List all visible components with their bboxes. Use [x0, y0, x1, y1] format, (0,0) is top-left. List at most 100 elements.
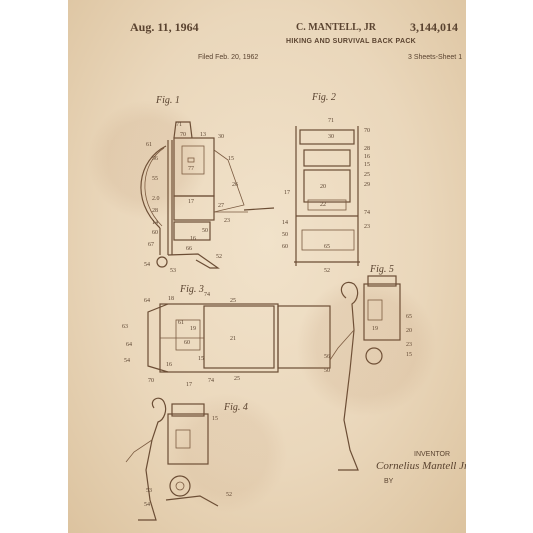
ref-label: 26	[232, 182, 238, 188]
fig-5-person	[338, 281, 359, 471]
fig-3-main-bag	[203, 305, 275, 369]
ref-label: 13	[200, 132, 206, 138]
fig-1-hose	[140, 145, 167, 229]
ref-label: 15	[212, 416, 218, 422]
fig-1-hose-inner	[144, 147, 165, 227]
fig-4-arm	[125, 439, 153, 463]
inventor-name-header: C. MANTELL, JR	[296, 22, 377, 33]
fig-2-belt	[307, 199, 347, 211]
ref-label: 52	[216, 254, 222, 260]
sheet-count: 3 Sheets-Sheet 1	[408, 54, 463, 61]
fig-1-side-flap	[213, 149, 245, 213]
ref-label: 2.0	[152, 196, 160, 202]
ref-label: 67	[148, 242, 154, 248]
ref-label: 52	[226, 492, 232, 498]
fig-2-main-bag	[303, 169, 351, 203]
ref-label: 22	[320, 202, 326, 208]
fig-5-pack	[363, 283, 401, 341]
ref-label: 60	[152, 230, 158, 236]
fig-3-pouch	[175, 319, 201, 351]
ref-label: 17	[188, 199, 194, 205]
fig-1-lower-frame	[173, 221, 211, 241]
ref-label: 60	[282, 244, 288, 250]
fig-1-lower-bag	[173, 195, 215, 221]
fig-5-label: Fig. 5	[369, 264, 394, 275]
ref-label: 16	[190, 236, 196, 242]
ref-label: 55	[152, 176, 158, 182]
ref-label: 28	[364, 146, 370, 152]
fig-4-label: Fig. 4	[223, 402, 248, 413]
fig-2-top-pouch	[303, 149, 351, 167]
ref-label: 61	[146, 142, 152, 148]
ref-label: 53	[146, 488, 152, 494]
fig-3-side-panel	[147, 303, 169, 373]
fig-4-person	[138, 397, 167, 521]
ref-label: 70	[364, 128, 370, 134]
patent-title: HIKING AND SURVIVAL BACK PACK	[286, 38, 417, 45]
fig-1-pocket	[181, 145, 205, 175]
ref-label: 29	[364, 182, 370, 188]
fig-1-wheel	[156, 256, 168, 268]
fig-1-base	[167, 253, 220, 269]
fig-2-label: Fig. 2	[311, 92, 336, 103]
ref-label: 64	[126, 342, 132, 348]
ref-label: 53	[170, 268, 176, 274]
ref-label: 14	[152, 220, 158, 226]
ref-label: 15	[364, 162, 370, 168]
figure-4: Fig. 4 15 53 54 52	[125, 397, 248, 521]
ref-label: 66	[186, 246, 192, 252]
ref-label: 56	[324, 354, 330, 360]
ref-label: 50	[202, 228, 208, 234]
ref-label: 20	[320, 184, 326, 190]
fig-4-wheel	[169, 475, 191, 497]
ref-label: 27	[218, 203, 224, 209]
fig-1-handle	[173, 121, 193, 139]
ref-label: 25	[230, 298, 236, 304]
fig-1-top-pouch	[173, 137, 215, 197]
fig-4-pocket	[175, 429, 191, 449]
ref-label: 15	[228, 156, 234, 162]
ref-label: 23	[406, 342, 412, 348]
ref-label: 23	[224, 218, 230, 224]
figure-1: Fig. 1	[140, 95, 275, 274]
ref-label: 50	[282, 232, 288, 238]
fig-4-hub	[175, 481, 185, 491]
ref-label: 30	[328, 134, 334, 140]
ref-label: 18	[168, 296, 174, 302]
ref-label: 20	[406, 328, 412, 334]
inventor-signature: Cornelius Mantell Jr.	[376, 460, 466, 472]
fig-1-label: Fig. 1	[155, 95, 180, 106]
inventor-caption: INVENTOR	[414, 451, 451, 458]
ref-label: 50	[324, 368, 330, 374]
ref-label: 15	[198, 356, 204, 362]
fig-2-top-bar	[299, 129, 355, 145]
ref-label: 70	[180, 132, 186, 138]
fig-5-pocket	[367, 299, 383, 321]
fig-5-top-roll	[367, 275, 397, 287]
figure-3: Fig. 3 64 18 74 25 61 19 60 21 63 15 64 …	[122, 284, 331, 388]
ref-label: 54	[144, 502, 150, 508]
ref-label: 74	[208, 378, 214, 384]
figure-2: Fig. 2 71 70 30 28 16 15 25 20 17 29	[282, 92, 370, 274]
ref-label: 25	[364, 172, 370, 178]
ref-label: 54	[124, 358, 130, 364]
ref-label: 60	[184, 340, 190, 346]
fig-5-arm	[329, 329, 355, 361]
ref-label: 16	[364, 154, 370, 160]
ref-label: 16	[166, 362, 172, 368]
ref-label: 71	[328, 118, 334, 124]
ref-label: 65	[324, 244, 330, 250]
ref-label: 19	[372, 326, 378, 332]
fig-4-base	[165, 495, 219, 507]
ref-label: 71	[176, 122, 182, 128]
ref-label: 61	[178, 320, 184, 326]
ref-label: 74	[364, 210, 370, 216]
fig-5-wheel	[365, 347, 383, 365]
ref-label: 64	[144, 298, 150, 304]
ref-label: 52	[324, 268, 330, 274]
fig-4-pack	[167, 413, 209, 465]
filed-date: Filed Feb. 20, 1962	[198, 54, 259, 61]
fig-3-label: Fig. 3	[179, 284, 204, 295]
patent-sheet: Aug. 11, 1964 C. MANTELL, JR 3,144,014 H…	[68, 0, 466, 533]
